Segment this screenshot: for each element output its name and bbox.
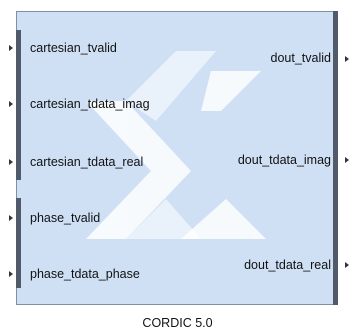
port-dout-tdata-imag[interactable]: dout_tdata_imag (237, 153, 331, 167)
port-arrow-phase-tdata-phase (9, 271, 13, 277)
port-arrow-cartesian-tvalid (9, 45, 13, 51)
ip-block-name: CORDIC 5.0 (142, 316, 213, 330)
output-bus-bar (333, 11, 338, 305)
port-phase-tvalid[interactable]: phase_tvalid (30, 211, 101, 225)
input-bus-bar-cartesian (16, 30, 21, 180)
port-cartesian-tdata-imag[interactable]: cartesian_tdata_imag (30, 97, 150, 111)
port-arrow-cartesian-tdata-imag (9, 101, 13, 107)
port-dout-tvalid[interactable]: dout_tvalid (270, 51, 331, 65)
input-bus-bar-phase (16, 198, 21, 288)
port-arrow-cartesian-tdata-real (9, 159, 13, 165)
port-arrow-dout-tdata-imag (345, 157, 349, 163)
port-dout-tdata-real[interactable]: dout_tdata_real (244, 258, 331, 272)
port-arrow-dout-tdata-real (345, 262, 349, 268)
port-cartesian-tvalid[interactable]: cartesian_tvalid (30, 41, 117, 55)
port-arrow-phase-tvalid (9, 215, 13, 221)
xilinx-logo-watermark (86, 51, 266, 239)
port-arrow-dout-tvalid (345, 56, 349, 62)
port-cartesian-tdata-real[interactable]: cartesian_tdata_real (30, 155, 144, 169)
port-phase-tdata-phase[interactable]: phase_tdata_phase (30, 267, 140, 281)
